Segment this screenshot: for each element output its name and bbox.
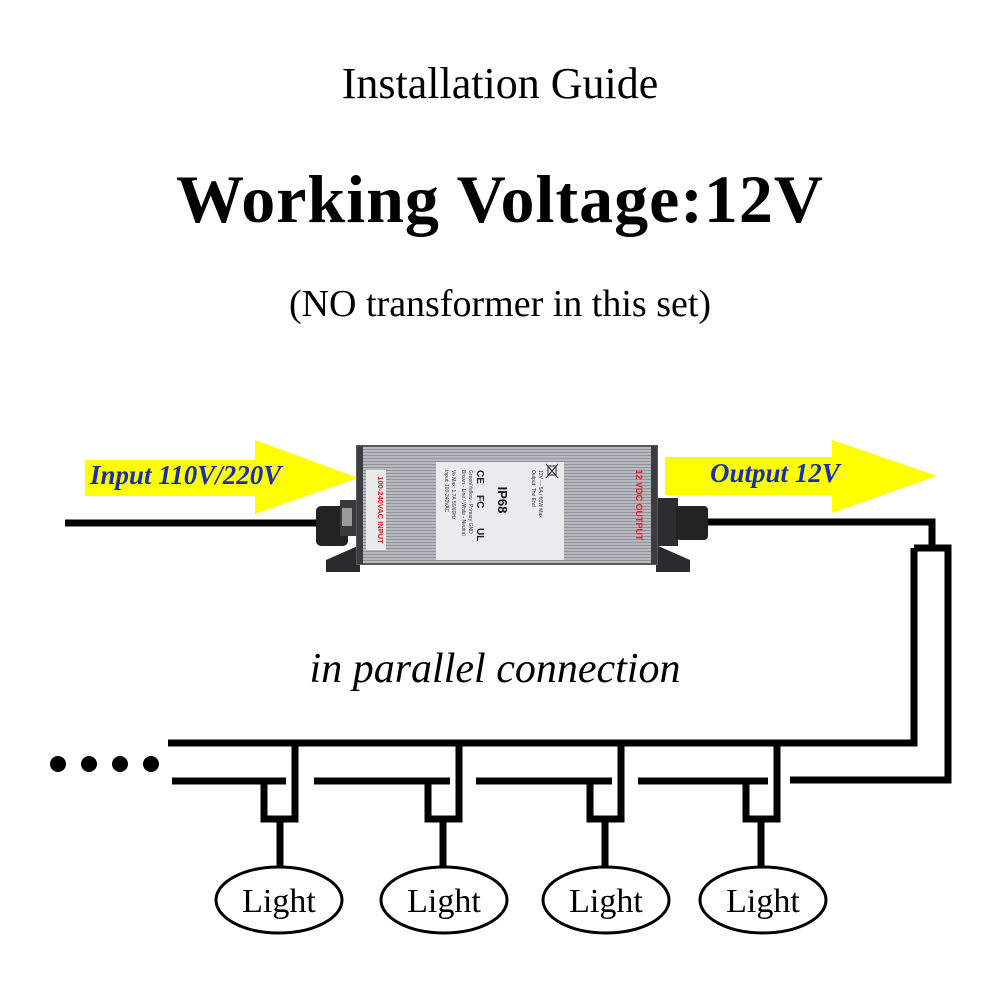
bus-wire-positive [168, 548, 918, 747]
output-voltage-label: Output 12V [710, 458, 840, 488]
spec-line: Input: 100-240VAC [443, 470, 449, 513]
spec-line: Green/Yellow - Primary GND [467, 470, 473, 534]
light-label: Light [242, 883, 316, 920]
junction-1 [260, 743, 299, 868]
working-voltage-heading: Working Voltage:12V [175, 161, 825, 237]
bus-wire-negative [790, 544, 952, 784]
output-connector [658, 498, 708, 546]
ce-mark: CE [474, 470, 485, 484]
parallel-connection-note: in parallel connection [309, 646, 681, 692]
continuation-dots [50, 756, 159, 772]
weee-bin-icon [545, 463, 559, 479]
input-voltage-label: Input 110V/220V [90, 460, 282, 490]
junction-4 [742, 743, 781, 868]
fcc-mark: FC [474, 495, 485, 508]
light-label: Light [407, 883, 481, 920]
ul-mark: UL [474, 528, 485, 541]
light-label: Light [569, 883, 643, 920]
guide-title: Installation Guide [341, 59, 659, 108]
light-4: Light [698, 865, 828, 935]
output-line: 12V --- 5A / 60W Max [537, 470, 543, 518]
light-2: Light [379, 865, 509, 935]
light-3: Light [541, 865, 671, 935]
output-line: Output: The End [530, 470, 536, 507]
junction-3 [586, 743, 625, 868]
output-wire [700, 518, 936, 548]
junction-2 [424, 743, 463, 868]
no-transformer-note: (NO transformer in this set) [288, 283, 712, 325]
input-connector [316, 500, 358, 546]
input-tag: 100-240VAC INPUT [376, 476, 385, 544]
light-1: Light [214, 865, 344, 935]
spec-line: Brown - Line / White - Neutral [460, 470, 466, 536]
light-label: Light [726, 883, 800, 920]
ip68-rating: IP68 [495, 487, 510, 514]
output-tag: 12 VDC OUTPUT [634, 469, 644, 541]
led-driver: 100-240VAC INPUT Input: 100-240VAC Vo Ma… [316, 445, 708, 572]
input-arrow [85, 440, 358, 514]
output-arrow [665, 440, 937, 513]
spec-line: Vo Max: 1.7A 50/60Hz [450, 470, 456, 520]
